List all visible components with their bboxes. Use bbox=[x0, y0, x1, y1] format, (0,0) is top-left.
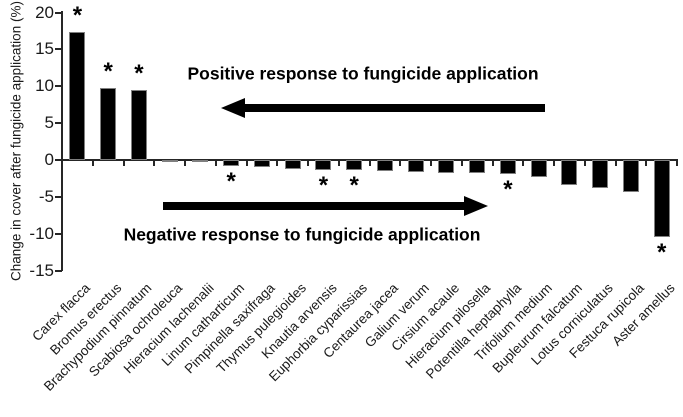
bar-linum-catharticum bbox=[223, 160, 240, 166]
bar-festuca-rupicola bbox=[622, 160, 639, 192]
right-arrow-head-icon bbox=[464, 196, 488, 216]
x-axis-tick bbox=[553, 161, 555, 166]
significance-asterisk: * bbox=[318, 171, 329, 199]
bar-cirsium-acaule bbox=[438, 160, 455, 173]
x-axis-tick bbox=[214, 161, 217, 166]
bar-aster-amellus bbox=[653, 160, 670, 238]
significance-asterisk: * bbox=[103, 57, 113, 85]
x-axis-tick bbox=[430, 161, 432, 166]
significance-asterisk: * bbox=[226, 167, 236, 195]
y-axis-tick-label: -10 bbox=[29, 223, 54, 243]
bar-pimpinella-saxifraga bbox=[253, 160, 270, 168]
bar-euphorbia-cyparissias bbox=[346, 160, 363, 171]
x-axis-tick bbox=[122, 161, 125, 166]
y-axis-tick-label: 15 bbox=[35, 39, 54, 59]
y-axis-tick bbox=[55, 159, 62, 161]
y-axis-tick bbox=[55, 85, 62, 88]
y-axis-tick-label: 0 bbox=[44, 150, 54, 169]
y-axis-tick bbox=[55, 232, 62, 235]
x-axis-tick bbox=[491, 161, 494, 166]
x-axis-tick bbox=[614, 161, 617, 166]
y-axis-tick bbox=[55, 48, 62, 51]
x-axis-tick bbox=[368, 161, 371, 166]
y-axis-line bbox=[61, 11, 63, 271]
x-axis-tick bbox=[399, 161, 402, 166]
y-axis-tick bbox=[55, 122, 62, 125]
bar-scabiosa-ochroleuca bbox=[161, 160, 178, 162]
bar-centaurea-jacea bbox=[376, 160, 393, 172]
positive-response-annotation: Positive response to fungicide applicati… bbox=[187, 63, 539, 84]
y-axis-tick-label: 5 bbox=[44, 113, 54, 133]
y-axis-tick-label: -5 bbox=[38, 186, 54, 206]
x-axis-tick bbox=[245, 161, 248, 166]
significance-asterisk: * bbox=[134, 59, 144, 87]
x-axis-tick bbox=[460, 161, 463, 166]
significance-asterisk: * bbox=[349, 172, 359, 200]
x-axis-tick bbox=[276, 161, 279, 166]
negative-response-annotation: Negative response to fungicide applicati… bbox=[123, 224, 481, 245]
x-axis-tick bbox=[337, 161, 340, 166]
x-axis-tick bbox=[583, 161, 586, 166]
bar-trifolium-medium bbox=[530, 160, 547, 177]
significance-asterisk: * bbox=[656, 239, 667, 267]
bar-knautia-arvensis bbox=[315, 160, 332, 170]
significance-asterisk: * bbox=[503, 176, 513, 203]
x-axis-tick bbox=[184, 161, 186, 166]
bar-hieracium-pilosella bbox=[469, 160, 486, 174]
y-axis-tick-label: 20 bbox=[35, 2, 54, 22]
right-arrow-shaft bbox=[163, 202, 465, 210]
bar-potentilla-heptaphylla bbox=[499, 160, 516, 174]
y-axis-tick bbox=[55, 11, 62, 14]
bar-hieracium-lachenalii bbox=[192, 160, 209, 163]
bar-galium-verum bbox=[407, 160, 424, 172]
x-axis-tick bbox=[522, 161, 525, 166]
bar-bromus-erectus bbox=[100, 87, 117, 160]
left-arrow-head-icon bbox=[221, 98, 245, 118]
y-axis-tick-label: -15 bbox=[29, 260, 54, 280]
x-axis-tick bbox=[61, 161, 63, 166]
x-axis-tick bbox=[676, 161, 678, 166]
x-axis-tick bbox=[153, 161, 156, 166]
x-axis-tick bbox=[307, 161, 309, 166]
y-axis-tick-label: 10 bbox=[35, 76, 54, 96]
y-axis-title: Change in cover after fungicide applicat… bbox=[8, 1, 24, 281]
x-axis-tick bbox=[91, 161, 94, 166]
y-axis-tick bbox=[55, 269, 62, 272]
y-axis-tick bbox=[55, 195, 62, 198]
bar-brachypodium-pinnatum bbox=[130, 89, 147, 160]
left-arrow-shaft bbox=[240, 104, 545, 112]
significance-asterisk: * bbox=[72, 1, 83, 29]
bar-carex-flacca bbox=[69, 31, 86, 160]
x-axis-zero-line bbox=[61, 159, 678, 161]
bar-lotus-corniculatus bbox=[592, 160, 609, 188]
bar-bupleurum-falcatum bbox=[561, 160, 578, 186]
x-axis-tick bbox=[645, 161, 648, 166]
bar-thymus-pulegioides bbox=[284, 160, 301, 169]
